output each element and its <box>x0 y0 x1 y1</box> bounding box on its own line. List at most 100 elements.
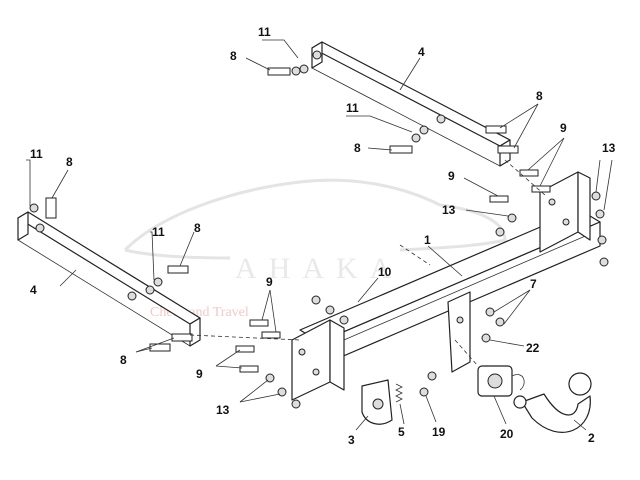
leader-9-left-a <box>261 289 271 321</box>
nut-13-right-2 <box>595 209 605 219</box>
spring-coil <box>395 383 403 403</box>
nut-13-bottom-2 <box>277 387 287 397</box>
leader-7-b <box>503 289 531 325</box>
side-bar-upper-body <box>311 41 511 147</box>
bolt-9-bottom-2 <box>239 365 259 373</box>
tow-ball-neck <box>521 393 591 433</box>
spring <box>395 383 403 403</box>
leader-8-left <box>51 169 69 199</box>
leader-9-right-lower <box>463 177 499 197</box>
bracket-left-plate <box>291 319 331 401</box>
nut-7-2 <box>495 317 505 327</box>
side-bar-upper <box>311 41 511 167</box>
leader-9-left-b <box>269 289 277 333</box>
leader-7-a <box>493 289 531 313</box>
washer-11-left <box>29 203 39 213</box>
bolt-8-left-lower <box>167 265 189 274</box>
socket-plate-hole <box>456 316 464 324</box>
callout-8-mid: 8 <box>354 141 361 155</box>
side-bar-left-start <box>17 211 29 241</box>
nut-10-1 <box>311 295 321 305</box>
hardware <box>29 64 609 409</box>
callout-11-left-lower: 11 <box>152 225 165 239</box>
side-bar-left-hole <box>35 223 45 233</box>
callout-7: 7 <box>530 277 537 291</box>
electric-bracket <box>361 379 393 425</box>
callouts: 11 8 4 8 11 8 9 13 9 13 11 8 11 8 1 10 4… <box>30 25 616 447</box>
side-bar-left <box>17 211 201 347</box>
leader-9-right-b <box>539 137 565 187</box>
leader-9-bottom-a <box>215 349 241 367</box>
bolt-8-bottom <box>149 343 171 352</box>
nut-19-2 <box>427 371 437 381</box>
callout-9-bottom: 9 <box>196 367 203 381</box>
callout-13-right: 13 <box>602 141 616 155</box>
callout-1: 1 <box>424 233 431 247</box>
nut-10-3 <box>339 315 349 325</box>
leader-8-left-lower <box>179 231 195 267</box>
dash-center <box>399 244 431 266</box>
electric-socket <box>477 365 525 397</box>
leader-11-left <box>26 159 31 206</box>
leader-8-right-top-b <box>513 103 539 149</box>
bolt-9-right-lower <box>489 195 509 203</box>
leader-8-bottom-b <box>135 337 175 353</box>
bolt-8-top <box>267 67 291 76</box>
leader-10 <box>357 277 379 303</box>
nut-11-left-lower <box>145 285 155 295</box>
nut-13-right-1 <box>591 191 601 201</box>
callout-19: 19 <box>432 425 446 439</box>
leader-13-right-b <box>603 159 613 211</box>
leader-1 <box>427 245 463 277</box>
callout-11-mid: 11 <box>346 101 359 115</box>
leader-3 <box>355 415 369 431</box>
callout-4-top: 4 <box>418 45 425 59</box>
bracket-left-hole-2 <box>312 368 320 376</box>
leader-5 <box>399 403 405 425</box>
nut-13-right-lower <box>507 213 517 223</box>
callout-9-left: 9 <box>266 275 273 289</box>
callout-13-right-lower: 13 <box>442 203 456 217</box>
callout-8-right-top: 8 <box>536 89 543 103</box>
leader-9-right-a <box>527 137 565 171</box>
bracket-right-hole-2 <box>562 218 570 226</box>
leader-11-left-lower <box>150 231 155 281</box>
leader-20 <box>493 395 507 425</box>
leader-4-left <box>59 269 77 287</box>
bolt-9-right-2 <box>531 185 551 193</box>
bolt-8-right-top <box>485 125 507 134</box>
leader-8-mid <box>367 147 393 151</box>
washer-11-left-lower <box>153 277 163 287</box>
leader-13-bottom-a <box>239 379 269 403</box>
bolt-9-bottom <box>235 345 255 353</box>
leader-8-right-top-a <box>499 103 539 129</box>
bolt-9-right <box>519 169 539 177</box>
nut-11-top <box>299 64 309 74</box>
callout-10: 10 <box>378 265 392 279</box>
callout-8-left-lower: 8 <box>194 221 201 235</box>
bolt-8-mid <box>389 145 413 154</box>
bolt-8-left <box>45 197 57 219</box>
side-bar-left-hole-2 <box>127 291 137 301</box>
side-bar-upper-hole <box>312 50 322 60</box>
callout-9-right-lower: 9 <box>448 169 455 183</box>
leader-8-top <box>245 57 271 71</box>
callout-20: 20 <box>500 427 514 441</box>
electric-socket-cable <box>511 374 525 391</box>
leader-lines <box>26 39 613 431</box>
electric-socket-face <box>487 373 503 389</box>
dash-upper-bar <box>504 159 546 196</box>
bolt-9-left <box>249 319 269 327</box>
dash-socket <box>454 339 479 367</box>
leader-2 <box>573 419 587 431</box>
watermark-car-outline <box>123 178 507 260</box>
nut-13-right-4 <box>599 257 609 267</box>
tow-ball-head <box>568 372 592 396</box>
cross-beam-edge <box>329 233 591 347</box>
callout-9-right: 9 <box>560 121 567 135</box>
nut-11-mid <box>419 125 429 135</box>
callout-2: 2 <box>588 431 595 445</box>
leader-9-bottom-b <box>215 365 243 369</box>
leader-11-top <box>262 39 299 59</box>
